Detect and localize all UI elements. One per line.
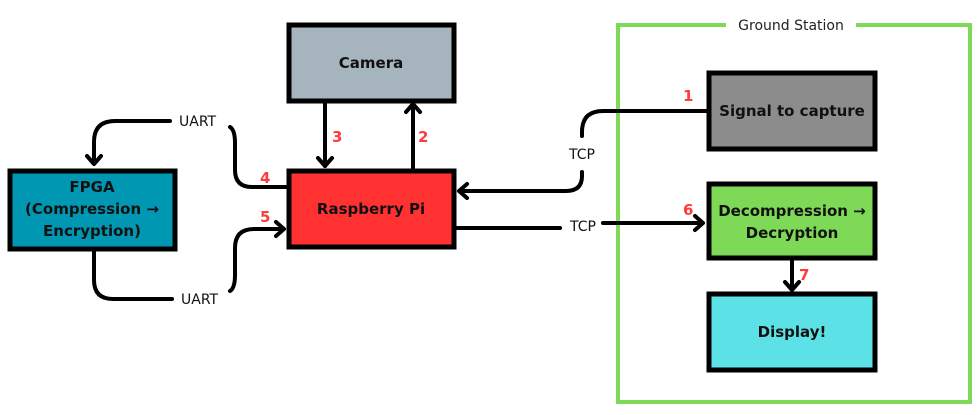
signal-label: Signal to capture: [719, 102, 865, 120]
raspberry-pi-node[interactable]: [286, 168, 457, 250]
decompression-label-line-1: Decompression →: [718, 202, 866, 220]
uart-bottom-label: UART: [181, 292, 219, 308]
fpga-label-line-3: Encryption): [43, 222, 141, 240]
edge-rpi-to-camera: [404, 102, 422, 170]
fpga-label-line-1: FPGA: [69, 178, 115, 196]
step-1: 1: [683, 87, 693, 105]
step-5: 5: [260, 208, 270, 226]
edge-rpi-to-fpga-uart: [85, 119, 288, 189]
fpga-node[interactable]: [7, 168, 178, 252]
fpga-label-line-2: (Compression →: [25, 200, 159, 218]
tcp-out-label: TCP: [569, 219, 596, 235]
step-6: 6: [683, 201, 693, 219]
raspberry-pi-label: Raspberry Pi: [317, 200, 425, 218]
uart-top-label: UART: [179, 114, 217, 130]
step-2: 2: [418, 128, 428, 146]
edge-signal-to-rpi-tcp: [457, 109, 708, 200]
decompression-node[interactable]: [706, 181, 878, 261]
step-7: 7: [799, 266, 809, 284]
decompression-label-line-2: Decryption: [746, 224, 839, 242]
signal-node[interactable]: [706, 70, 878, 152]
camera-label: Camera: [339, 54, 403, 72]
tcp-in-label: TCP: [568, 147, 595, 163]
ground-station-label: Ground Station: [738, 18, 844, 34]
step-4: 4: [260, 169, 270, 187]
display-node[interactable]: [706, 291, 878, 373]
edge-fpga-to-rpi-uart: [92, 220, 286, 301]
edge-camera-to-rpi: [316, 101, 334, 168]
edge-decomp-to-display: [783, 258, 801, 292]
step-3: 3: [332, 128, 342, 146]
edge-rpi-to-decomp-tcp: [454, 214, 705, 232]
display-label: Display!: [758, 323, 827, 341]
camera-node[interactable]: [286, 22, 457, 104]
